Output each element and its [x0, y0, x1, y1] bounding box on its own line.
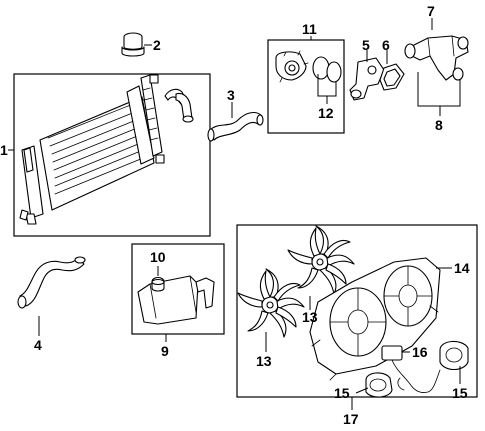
callout-15-right: 15	[452, 385, 468, 401]
callout-9: 9	[161, 343, 169, 359]
callout-3: 3	[227, 87, 235, 103]
radiator-group-frame	[13, 73, 211, 237]
callout-labels: 1 2 3 4 5 6 7 8 9 10 11 12 13 13 14 15 1…	[0, 3, 470, 427]
callout-10: 10	[150, 249, 166, 265]
water-pump-group-frame	[267, 39, 345, 134]
water-outlet-part	[404, 35, 469, 81]
fan-blade-upper-part	[287, 225, 355, 295]
callout-5: 5	[362, 37, 370, 53]
callout-17: 17	[343, 411, 359, 427]
callout-8: 8	[435, 117, 443, 133]
fan-harness-part	[381, 345, 441, 393]
callout-2: 2	[153, 37, 161, 53]
callout-16: 16	[412, 344, 428, 360]
water-pump-part	[275, 50, 342, 83]
callout-4: 4	[34, 337, 42, 353]
reservoir-part	[137, 275, 215, 325]
fan-motor-right-part	[439, 340, 469, 371]
radiator-part	[19, 74, 194, 225]
reservoir-group-frame	[131, 243, 225, 335]
fan-group-frame	[236, 224, 478, 398]
callout-7: 7	[427, 3, 435, 19]
radiator-cap-part	[121, 32, 145, 57]
fan-shroud-part	[309, 257, 441, 381]
upper-hose-part	[207, 111, 264, 142]
callout-1: 1	[0, 142, 8, 158]
fan-motor-left-part	[365, 372, 393, 398]
callout-11: 11	[302, 21, 317, 37]
callout-14: 14	[454, 260, 470, 276]
callout-13-upper: 13	[302, 309, 318, 325]
thermostat-gasket-part	[379, 63, 405, 91]
callout-12: 12	[318, 105, 334, 121]
leader-lines	[8, 18, 461, 410]
lower-hose-part	[17, 256, 86, 309]
callout-13-lower: 13	[256, 353, 272, 369]
fan-blade-lower-part	[237, 268, 305, 338]
callout-6: 6	[382, 37, 390, 53]
thermostat-housing-part	[349, 57, 385, 101]
callout-15-left: 15	[334, 385, 350, 401]
